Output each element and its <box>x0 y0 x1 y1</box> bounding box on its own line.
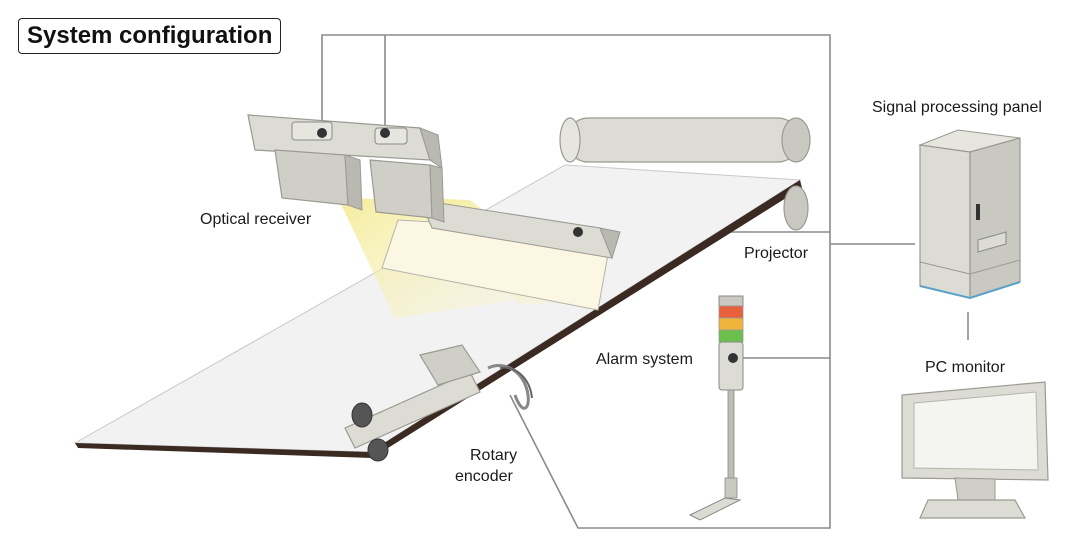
label-optical-receiver: Optical receiver <box>200 211 312 228</box>
alarm-tower <box>688 295 744 521</box>
pc-monitor-unit <box>901 381 1049 519</box>
roller <box>559 117 811 231</box>
label-alarm-system: Alarm system <box>596 351 693 368</box>
label-rotary-encoder-line1: Rotary <box>470 447 518 464</box>
rotary-encoder-unit <box>344 344 533 462</box>
receiver-cable-1 <box>321 34 831 529</box>
label-pc-monitor: PC monitor <box>925 359 1006 376</box>
page-title: System configuration <box>18 18 282 54</box>
projector-unit <box>381 199 621 311</box>
signal-processing-panel-unit <box>918 129 1021 300</box>
label-rotary-encoder-line2: encoder <box>455 468 513 485</box>
optical-receiver-unit <box>247 114 445 223</box>
label-signal-processing-panel: Signal processing panel <box>872 99 1042 116</box>
label-projector: Projector <box>744 245 809 262</box>
